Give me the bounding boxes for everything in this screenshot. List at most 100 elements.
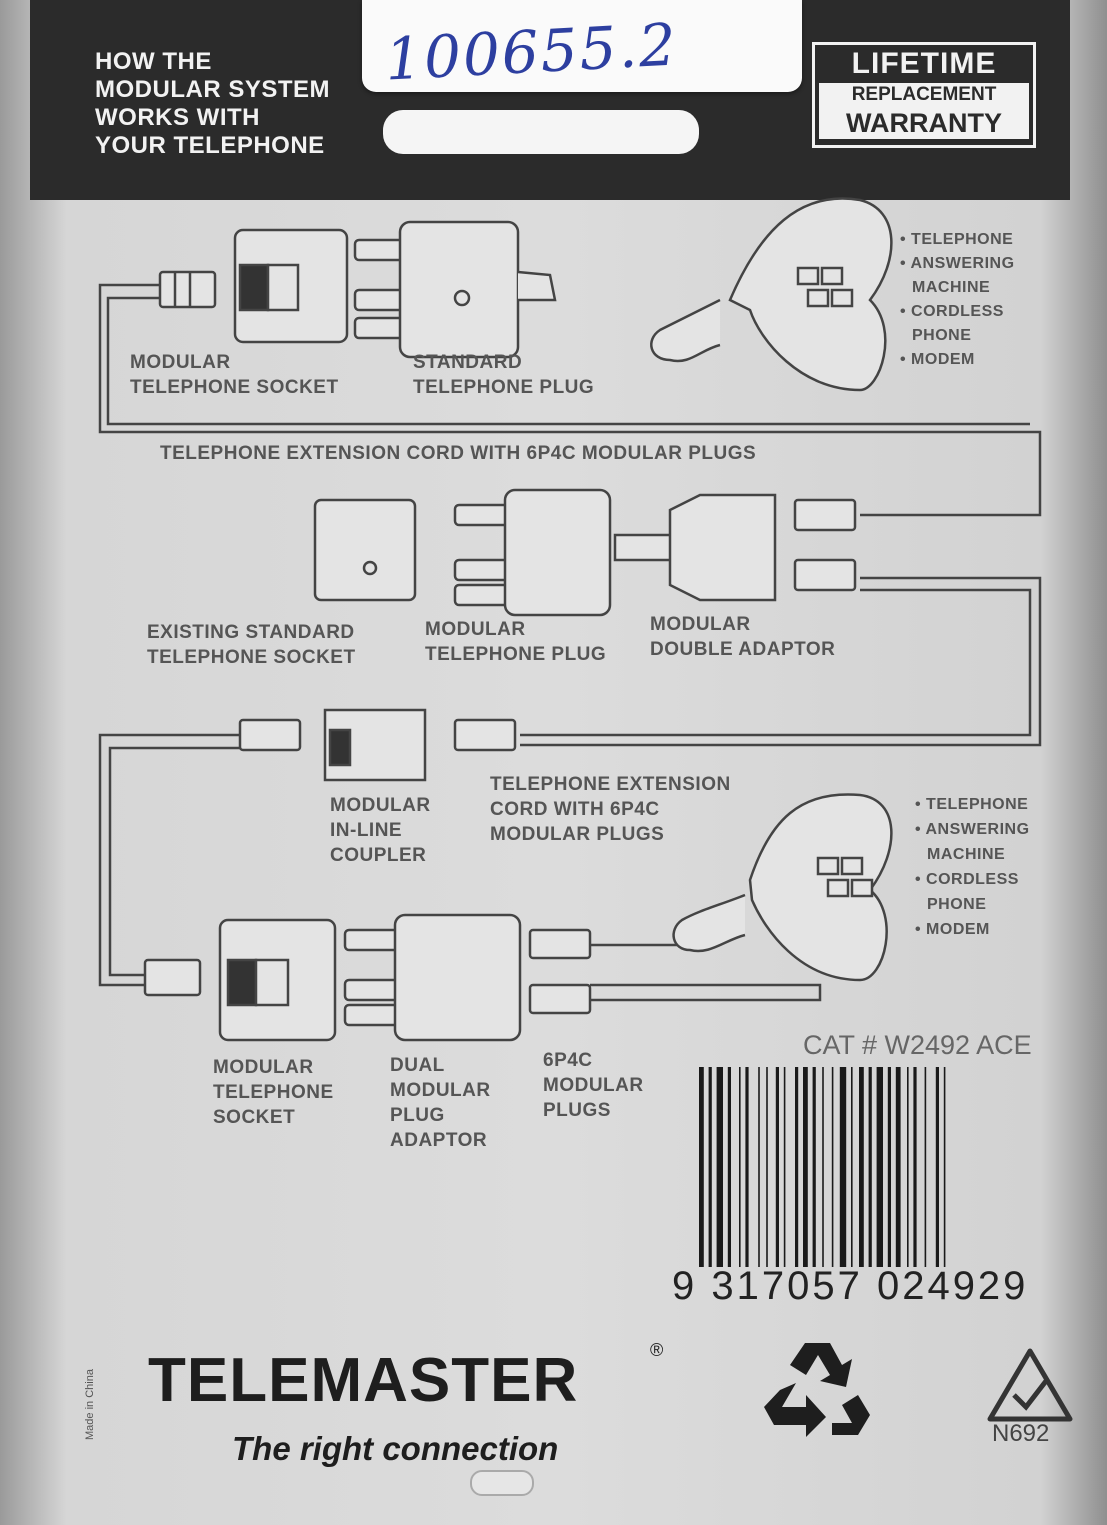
device-item: • CORDLESS bbox=[900, 303, 1004, 320]
recycle-icon bbox=[764, 1343, 870, 1437]
barcode-bar bbox=[924, 1067, 927, 1267]
label-line: COUPLER bbox=[330, 845, 427, 866]
barcode-bar bbox=[783, 1067, 786, 1267]
barcode-bar bbox=[895, 1067, 901, 1267]
barcode-bar bbox=[758, 1067, 760, 1267]
label-line: TELEPHONE bbox=[213, 1082, 334, 1103]
label-line: PLUG bbox=[390, 1105, 445, 1126]
device-item: • TELEPHONE bbox=[900, 231, 1014, 248]
barcode-number: 9 317057 024929 bbox=[672, 1264, 1029, 1308]
label-line: TELEPHONE PLUG bbox=[413, 377, 595, 398]
barcode-bar bbox=[766, 1067, 768, 1267]
warranty-badge: LIFETIME REPLACEMENT WARRANTY bbox=[812, 42, 1036, 148]
label-line: STANDARD bbox=[413, 352, 523, 373]
barcode-bar bbox=[851, 1067, 853, 1267]
dual-plug-adaptor-icon bbox=[343, 913, 522, 1042]
modular-socket-icon bbox=[143, 918, 337, 1042]
cord-label: TELEPHONE EXTENSION CORD WITH 6P4C MODUL… bbox=[160, 443, 757, 464]
barcode-bar bbox=[812, 1067, 816, 1267]
tagline: The right connection bbox=[232, 1430, 559, 1467]
label-line: MODULAR bbox=[543, 1075, 644, 1096]
in-line-coupler-icon bbox=[238, 708, 517, 782]
barcode-bar bbox=[935, 1067, 939, 1267]
barcode-bar bbox=[839, 1067, 847, 1267]
device-list: • TELEPHONE • ANSWERING MACHINE • CORDLE… bbox=[915, 792, 1030, 942]
label-line: MODULAR bbox=[330, 795, 431, 816]
label-line: DUAL bbox=[390, 1055, 445, 1076]
label-line: 6P4C bbox=[543, 1050, 593, 1071]
double-adaptor-label: MODULAR DOUBLE ADAPTOR bbox=[650, 612, 835, 662]
barcode-bar bbox=[708, 1067, 712, 1267]
barcode-bar bbox=[876, 1067, 883, 1267]
warranty-line1: LIFETIME bbox=[851, 47, 997, 80]
coupler-label: MODULAR IN-LINE COUPLER bbox=[330, 793, 431, 868]
device-item: MACHINE bbox=[912, 279, 991, 296]
blank-label bbox=[383, 110, 699, 154]
barcode-bar bbox=[831, 1067, 834, 1267]
header-title-line: HOW THE bbox=[95, 48, 212, 75]
barcode-bar bbox=[913, 1067, 917, 1267]
header-title-line: WORKS WITH bbox=[95, 104, 260, 131]
dual-adaptor-label: DUAL MODULAR PLUG ADAPTOR bbox=[390, 1053, 491, 1153]
barcode-bar bbox=[859, 1067, 864, 1267]
device-item: PHONE bbox=[912, 327, 972, 344]
device-item: • ANSWERING bbox=[915, 821, 1030, 838]
plugs-label: 6P4C MODULAR PLUGS bbox=[543, 1048, 644, 1123]
barcode-bar bbox=[739, 1067, 741, 1267]
label-line: MODULAR bbox=[213, 1057, 314, 1078]
standard-plug-icon bbox=[353, 220, 557, 359]
device-item: • ANSWERING bbox=[900, 255, 1015, 272]
barcode-bar bbox=[716, 1067, 723, 1267]
barcode-bar bbox=[727, 1067, 731, 1267]
barcode-bar bbox=[775, 1067, 779, 1267]
barcode-bar bbox=[822, 1067, 824, 1267]
device-item: • MODEM bbox=[900, 351, 975, 368]
warranty-line2: REPLACEMENT bbox=[819, 83, 1029, 107]
hang-tab bbox=[470, 1470, 534, 1496]
modular-plug-label: MODULAR TELEPHONE PLUG bbox=[425, 617, 606, 667]
origin-text: Made in China bbox=[84, 1369, 96, 1440]
header-title-line: MODULAR SYSTEM bbox=[95, 76, 330, 103]
barcode-bar bbox=[943, 1067, 946, 1267]
label-line: TELEPHONE EXTENSION bbox=[490, 774, 731, 795]
barcode-bar bbox=[745, 1067, 749, 1267]
price-sticker bbox=[362, 0, 802, 92]
label-line: TELEPHONE SOCKET bbox=[147, 647, 356, 668]
barcode-bar bbox=[699, 1067, 704, 1267]
existing-socket-icon bbox=[313, 498, 417, 602]
brand-logo: TELEMASTER bbox=[148, 1346, 579, 1415]
existing-socket-label: EXISTING STANDARD TELEPHONE SOCKET bbox=[147, 620, 356, 670]
compliance-code: N692 bbox=[992, 1420, 1050, 1447]
header-title: HOW THE MODULAR SYSTEM WORKS WITH YOUR T… bbox=[95, 48, 330, 160]
socket-label: MODULAR TELEPHONE SOCKET bbox=[213, 1055, 334, 1130]
6p4c-plug-icon bbox=[528, 928, 592, 1015]
label-line: TELEPHONE SOCKET bbox=[130, 377, 339, 398]
rj11-plug-icon bbox=[158, 270, 217, 309]
barcode bbox=[699, 1067, 946, 1267]
label-line: EXISTING STANDARD bbox=[147, 622, 355, 643]
label-line: DOUBLE ADAPTOR bbox=[650, 639, 836, 660]
label-line: CORD WITH 6P4C bbox=[490, 799, 660, 820]
telephone-icon bbox=[650, 197, 893, 392]
warranty-line3: WARRANTY bbox=[819, 107, 1029, 139]
device-item: MACHINE bbox=[927, 846, 1006, 863]
socket-label: MODULAR TELEPHONE SOCKET bbox=[130, 350, 339, 400]
device-item: • MODEM bbox=[915, 921, 990, 938]
header-title-line: YOUR TELEPHONE bbox=[95, 132, 325, 159]
label-line: MODULAR bbox=[130, 352, 231, 373]
label-line: MODULAR PLUGS bbox=[490, 824, 665, 845]
extension-cord-label: TELEPHONE EXTENSION CORD WITH 6P4C MODUL… bbox=[490, 772, 731, 847]
device-item: PHONE bbox=[927, 896, 987, 913]
modular-socket-icon bbox=[233, 228, 349, 344]
modular-plug-icon bbox=[453, 488, 612, 617]
rcm-compliance-icon bbox=[987, 1348, 1073, 1422]
label-line: ADAPTOR bbox=[390, 1130, 488, 1151]
label-line: IN-LINE bbox=[330, 820, 403, 841]
label-line: SOCKET bbox=[213, 1107, 296, 1128]
double-adaptor-icon bbox=[613, 493, 857, 602]
label-line: MODULAR bbox=[650, 614, 751, 635]
telephone-icon bbox=[672, 793, 893, 982]
barcode-bar bbox=[907, 1067, 909, 1267]
barcode-bar bbox=[803, 1067, 808, 1267]
